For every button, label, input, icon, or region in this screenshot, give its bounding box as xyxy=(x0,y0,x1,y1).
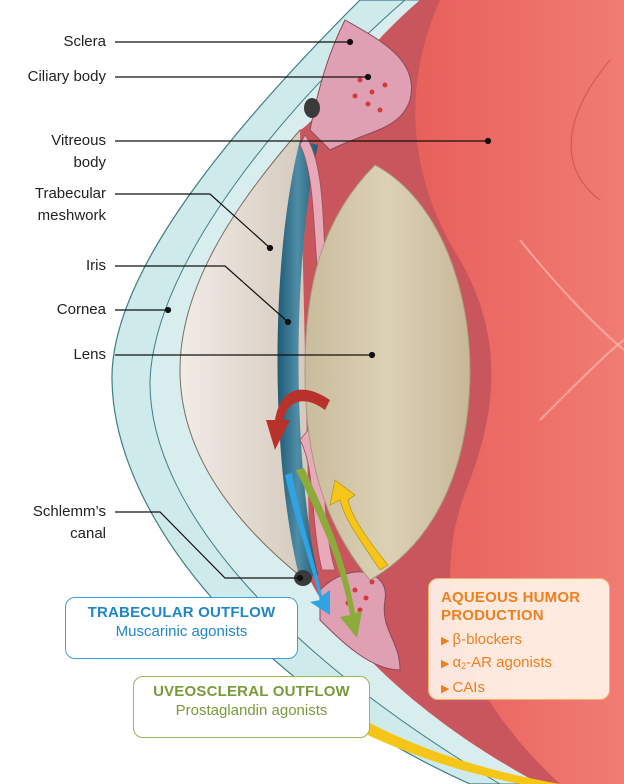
bullet-arrow-icon: ▶ xyxy=(441,683,449,695)
label-schlemms-canal-line2: canal xyxy=(0,523,106,545)
label-iris: Iris xyxy=(0,255,106,277)
label-lens: Lens xyxy=(0,344,106,366)
label-sclera: Sclera xyxy=(0,31,106,53)
trabecular-outflow-title: TRABECULAR OUTFLOW xyxy=(66,604,297,621)
uveoscleral-outflow-subtitle: Prostaglandin agonists xyxy=(134,702,369,719)
uveoscleral-outflow-title: UVEOSCLERAL OUTFLOW xyxy=(134,683,369,700)
label-ciliary-body: Ciliary body xyxy=(0,66,106,88)
trabecular-outflow-box: TRABECULAR OUTFLOW Muscarinic agonists xyxy=(65,597,298,659)
bullet-arrow-icon: ▶ xyxy=(441,658,449,670)
schlemm-canal-top xyxy=(304,98,320,118)
label-trabecular-meshwork-line1: Trabecular xyxy=(0,183,106,205)
list-item: ▶α2-AR agonists xyxy=(441,652,609,677)
list-item: ▶β-blockers xyxy=(441,629,609,652)
list-item: ▶CAIs xyxy=(441,677,609,700)
aqueous-humor-production-title: AQUEOUS HUMOR PRODUCTION xyxy=(441,589,609,625)
alpha-symbol: α xyxy=(452,654,461,671)
label-cornea: Cornea xyxy=(0,299,106,321)
label-trabecular-meshwork-line2: meshwork xyxy=(0,205,106,227)
drug-list: ▶β-blockers ▶α2-AR agonists ▶CAIs xyxy=(441,629,609,700)
label-vitreous-body-line2: body xyxy=(0,152,106,174)
uveoscleral-outflow-box: UVEOSCLERAL OUTFLOW Prostaglandin agonis… xyxy=(133,676,370,738)
trabecular-outflow-subtitle: Muscarinic agonists xyxy=(66,623,297,640)
bullet-arrow-icon: ▶ xyxy=(441,635,449,647)
label-schlemms-canal-line1: Schlemm’s xyxy=(0,501,106,523)
aqueous-humor-production-box: AQUEOUS HUMOR PRODUCTION ▶β-blockers ▶α2… xyxy=(428,578,610,700)
label-vitreous-body-line1: Vitreous xyxy=(0,130,106,152)
